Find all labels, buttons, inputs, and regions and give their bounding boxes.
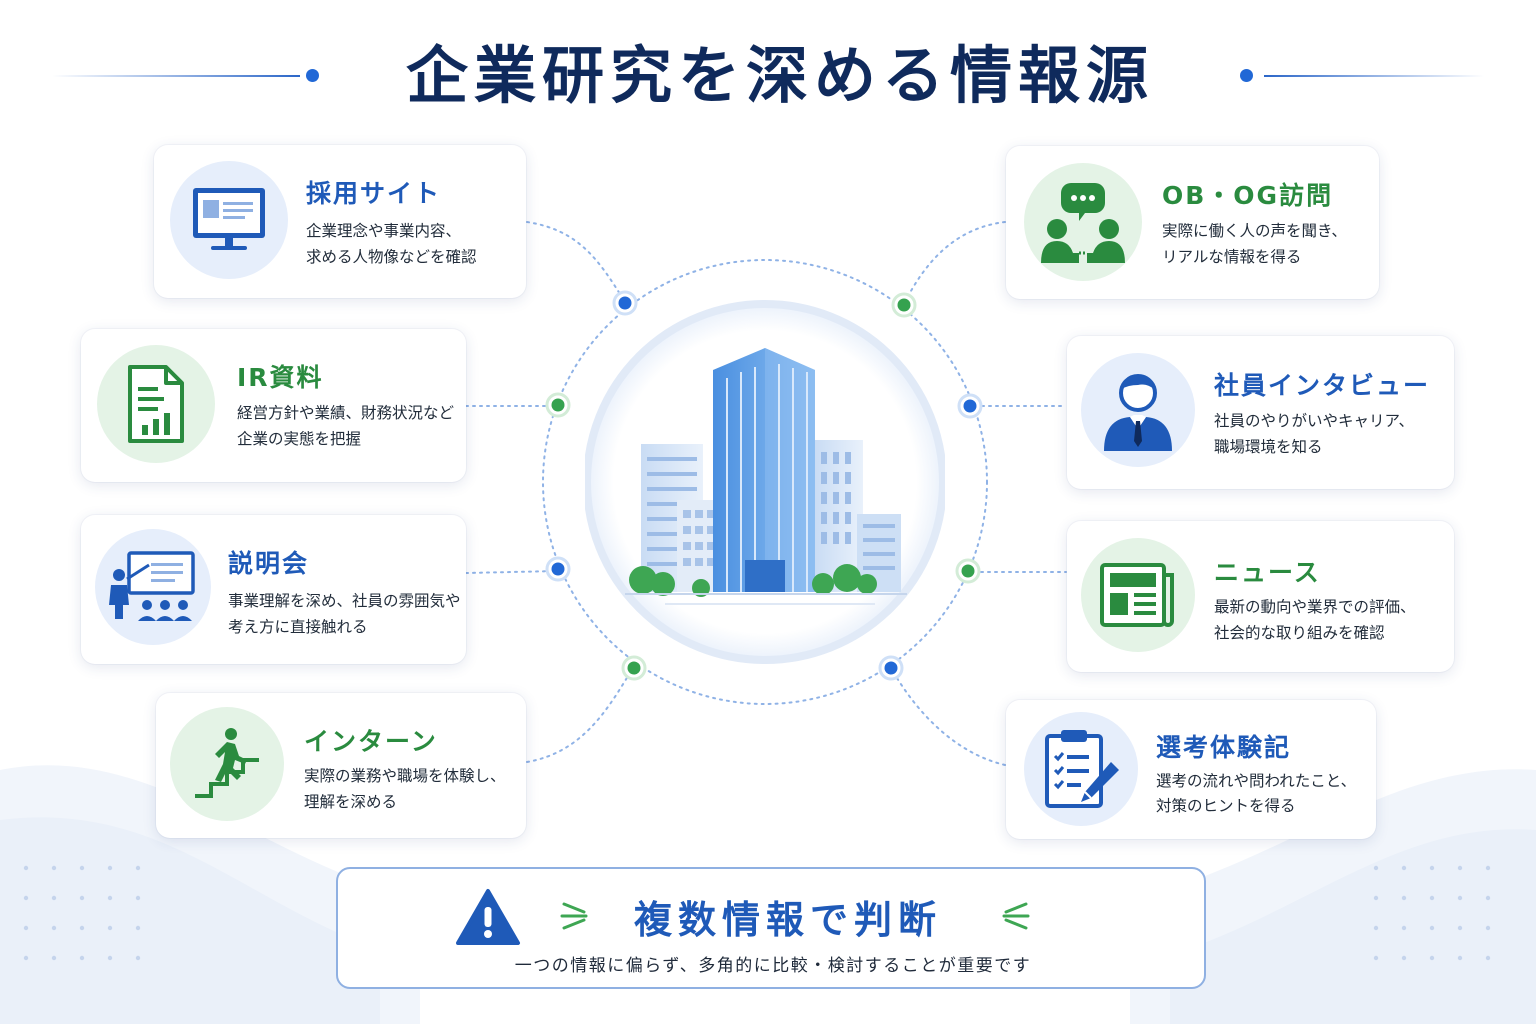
card-description-line: 企業理念や事業内容、 <box>306 222 462 240</box>
icon-badge <box>97 345 215 463</box>
emphasis-spark-left <box>560 902 588 930</box>
card-description-line: 実際の業務や職場を体験し、 <box>304 767 506 785</box>
card-description-line: 経営方針や業績、財務状況など <box>237 404 455 422</box>
source-card-setsumeikai: 説明会 事業理解を深め、社員の雰囲気や 考え方に直接触れる <box>81 515 466 664</box>
card-title: ニュース <box>1214 558 1321 587</box>
title-area: 企業研究を深める情報源 <box>0 36 1536 116</box>
laptop-icon <box>193 188 265 250</box>
card-description-line: 実際に働く人の声を聞き、 <box>1162 222 1347 240</box>
card-description-line: 事業理解を深め、社員の雰囲気や <box>228 592 461 610</box>
source-card-senkou-taikenki: 選考体験記 選考の流れや問われたこと、 対策のヒントを得る <box>1006 700 1376 839</box>
card-description-line: 理解を深める <box>304 793 398 811</box>
card-description-line: 社会的な取り組みを確認 <box>1214 624 1385 642</box>
conclusion-box: 複数情報で判断 一つの情報に偏らず、多角的に比較・検討することが重要です <box>336 867 1206 989</box>
source-card-obog: OB・OG訪問 実際に働く人の声を聞き、 リアルな情報を得る <box>1006 146 1379 299</box>
conversation-icon <box>1041 183 1125 263</box>
stairs-climb-icon <box>195 728 259 798</box>
card-title: OB・OG訪問 <box>1162 181 1334 210</box>
card-description-line: 考え方に直接触れる <box>228 618 368 636</box>
card-title: 採用サイト <box>306 179 442 208</box>
card-title: IR資料 <box>237 363 324 392</box>
source-card-saiyou-site: 採用サイト 企業理念や事業内容、 求める人物像などを確認 <box>154 145 526 298</box>
conclusion-subtext: 一つの情報に偏らず、多角的に比較・検討することが重要です <box>514 956 1032 976</box>
warning-icon <box>456 889 520 945</box>
title-rule-right <box>1264 75 1484 77</box>
newspaper-icon <box>1100 563 1174 627</box>
card-description-line: 企業の実態を把握 <box>237 430 362 448</box>
card-description-line: 職場環境を知る <box>1214 438 1323 456</box>
icon-badge <box>1024 163 1142 281</box>
card-description-line: 社員のやりがいやキャリア、 <box>1214 412 1414 430</box>
card-description-line: 対策のヒントを得る <box>1156 797 1296 815</box>
icon-badge <box>95 529 211 645</box>
dot-pattern-right <box>1373 865 1491 961</box>
source-card-news: ニュース 最新の動向や業界での評価、 社会的な取り組みを確認 <box>1067 521 1454 672</box>
card-title: 社員インタビュー <box>1214 371 1431 400</box>
card-description-line: 選考の流れや問われたこと、 <box>1156 772 1357 790</box>
emphasis-spark-right <box>1002 902 1030 930</box>
source-card-ir: IR資料 経営方針や業績、財務状況など 企業の実態を把握 <box>81 329 466 482</box>
icon-badge <box>1081 538 1195 652</box>
page-title: 企業研究を深める情報源 <box>405 39 1154 112</box>
title-dot-right <box>1240 69 1253 82</box>
title-dot-left <box>306 69 319 82</box>
financial-report-icon <box>128 365 184 443</box>
card-title: 選考体験記 <box>1156 733 1292 762</box>
presentation-icon <box>109 551 195 621</box>
icon-badge <box>1024 712 1138 826</box>
conclusion-heading: 複数情報で判断 <box>633 898 942 942</box>
icon-badge <box>170 161 288 279</box>
employee-icon <box>1104 374 1172 451</box>
connector-nodes <box>545 290 983 681</box>
office-building-icon <box>583 300 947 664</box>
source-card-employee-interview: 社員インタビュー 社員のやりがいやキャリア、 職場環境を知る <box>1067 336 1454 489</box>
icon-badge <box>1081 353 1195 467</box>
source-card-intern: インターン 実際の業務や職場を体験し、 理解を深める <box>156 693 526 838</box>
title-rule-left <box>52 75 300 77</box>
icon-badge <box>170 707 284 821</box>
card-description-line: 求める人物像などを確認 <box>306 248 477 266</box>
card-description-line: リアルな情報を得る <box>1162 248 1302 266</box>
card-title: インターン <box>304 727 438 756</box>
card-description-line: 最新の動向や業界での評価、 <box>1214 598 1416 616</box>
card-title: 説明会 <box>228 549 310 578</box>
dot-pattern-left <box>23 865 141 961</box>
clipboard-checklist-icon <box>1045 730 1119 808</box>
central-hub <box>583 292 947 672</box>
